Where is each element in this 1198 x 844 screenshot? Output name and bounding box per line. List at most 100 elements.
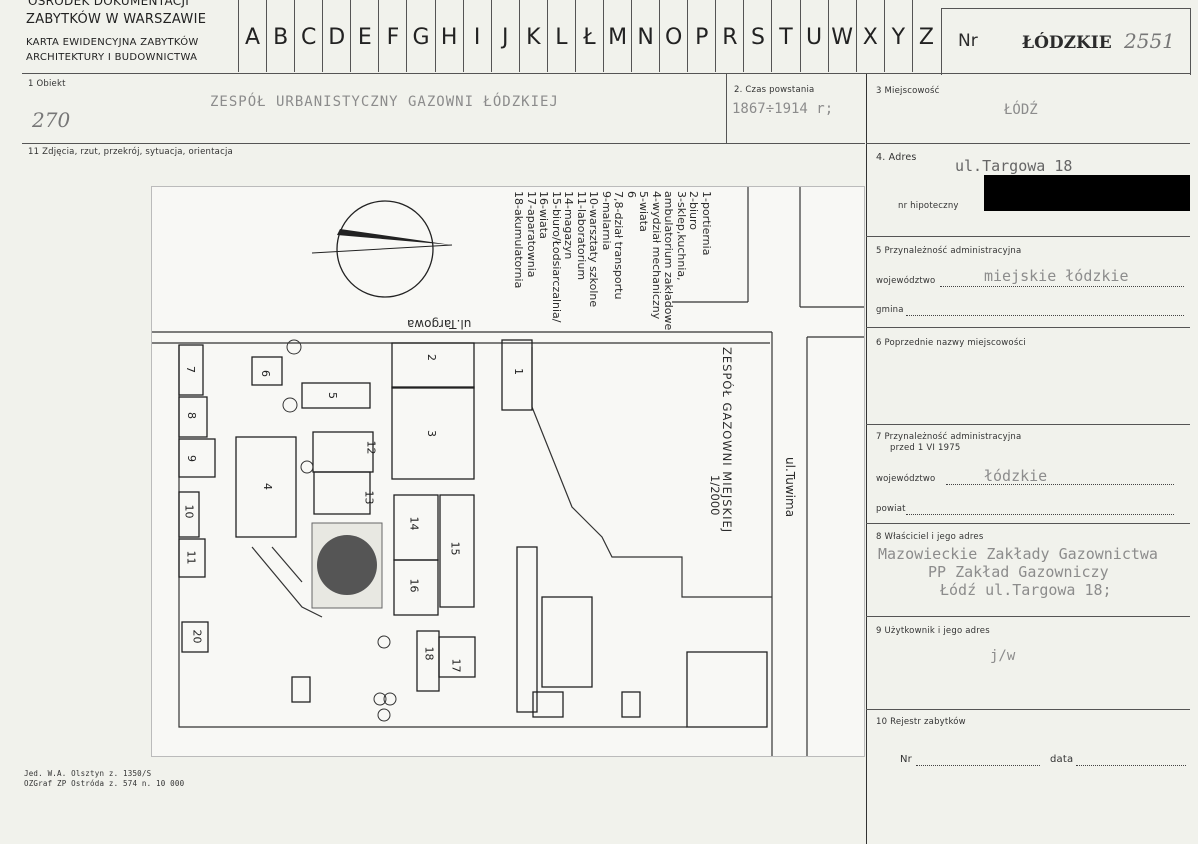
- legend-item: 10-warsztaty szkolne: [587, 191, 601, 308]
- legend-item: 11-laboratorium: [575, 191, 588, 281]
- classification-letter: E: [350, 0, 378, 72]
- f7-district-label: powiat: [876, 504, 906, 514]
- legend-item: 5-wiata: [637, 191, 651, 232]
- f9-bottom: [866, 709, 1190, 710]
- nr-label: Nr: [958, 31, 978, 51]
- classification-letter: D: [322, 0, 350, 72]
- f1-label: 1 Obiekt: [28, 79, 66, 89]
- user-value: j/w: [990, 648, 1016, 664]
- f11-label: 11 Zdjęcia, rzut, przekrój, sytuacja, or…: [28, 147, 233, 157]
- f10-nr-line: [916, 765, 1040, 766]
- address: ul.Targowa 18: [955, 157, 1073, 175]
- f5-commune-label: gmina: [876, 305, 904, 315]
- f7-voivodeship-line: [946, 484, 1174, 485]
- legend-item: 4-wydział mechaniczny: [650, 191, 663, 320]
- classification-letter: L: [546, 0, 575, 72]
- building-number: 12: [364, 440, 378, 455]
- legend-item: 2-biuro: [687, 191, 701, 230]
- plan-title: ZESPÓŁ GAZOWNI MIEJSKIEJ: [720, 347, 734, 534]
- f10-date-label: data: [1050, 754, 1074, 765]
- f7-label: 7 Przynależność administracyjna: [876, 432, 1022, 442]
- construction-period: 1867÷1914 r;: [732, 101, 834, 117]
- north-arrow-icon: [311, 200, 453, 298]
- classification-letter: S: [743, 0, 771, 72]
- f7-voivodeship-value: łódzkie: [984, 467, 1048, 485]
- header-divider: [22, 73, 1190, 74]
- classification-letter: A: [238, 0, 266, 72]
- f10-label: 10 Rejestr zabytków: [876, 717, 966, 727]
- owner-line-1: Mazowieckie Zakłady Gazownictwa: [878, 545, 1158, 563]
- registration-number-box: Nr ŁÓDZKIE 2551: [941, 8, 1191, 75]
- classification-letter: K: [518, 0, 547, 72]
- building-number: 2: [425, 354, 438, 361]
- f8-bottom: [866, 616, 1190, 617]
- building-number: 14: [407, 516, 421, 531]
- f2-label: 2. Czas powstania: [734, 85, 815, 95]
- building-number: 18: [422, 646, 436, 661]
- f4-label: 4. Adres: [876, 152, 917, 163]
- locality: ŁÓDŹ: [1004, 102, 1038, 118]
- f10-date-line: [1076, 765, 1186, 766]
- org-line-1: OŚRODEK DOKUMENTACJI: [28, 0, 190, 8]
- classification-letter: P: [687, 0, 715, 72]
- classification-letter: F: [378, 0, 406, 72]
- f5-label: 5 Przynależność administracyjna: [876, 246, 1022, 256]
- object-name: ZESPÓŁ URBANISTYCZNY GAZOWNI ŁÓDZKIEJ: [210, 94, 559, 110]
- buildings: [178, 339, 768, 728]
- org-line-3: KARTA EWIDENCYJNA ZABYTKÓW: [26, 37, 199, 48]
- legend-item: 6: [625, 191, 638, 198]
- classification-letter: G: [406, 0, 434, 72]
- classification-letter: Z: [911, 0, 940, 72]
- f3-bottom: [866, 143, 1190, 144]
- f5-voivodeship-label: województwo: [876, 276, 936, 286]
- institution-header: OŚRODEK DOKUMENTACJI ZABYTKÓW W WARSZAWI…: [22, 0, 236, 72]
- classification-letter: N: [631, 0, 659, 72]
- building-number: 1: [512, 368, 525, 375]
- f8-label: 8 Właściciel i jego adres: [876, 532, 984, 542]
- building-number: 9: [185, 455, 198, 462]
- classification-letter: R: [715, 0, 743, 72]
- building-number: 4: [261, 483, 274, 490]
- classification-letter: B: [266, 0, 294, 72]
- building-number: 5: [326, 392, 339, 399]
- legend-item: 14-magazyn: [562, 191, 576, 260]
- region-label: ŁÓDZKIE: [1022, 33, 1112, 53]
- classification-letter: X: [855, 0, 884, 72]
- classification-letter: J: [490, 0, 519, 72]
- building-number: 7: [184, 366, 197, 373]
- street-lines: [152, 187, 864, 756]
- redacted-mortgage-number: [984, 175, 1190, 211]
- legend-item: 7,8-dział transportu: [612, 191, 626, 300]
- building-number: 15: [448, 541, 462, 556]
- building-number: 8: [185, 412, 198, 419]
- classification-letter: O: [659, 0, 687, 72]
- f7-bottom: [866, 523, 1190, 524]
- f6-bottom: [866, 424, 1190, 425]
- f7-sub-label: przed 1 VI 1975: [890, 443, 961, 453]
- registration-number: 2551: [1124, 29, 1175, 53]
- f5-bottom: [866, 327, 1190, 328]
- legend-item: 15-biuro/Łodsiarczalnia/: [550, 191, 563, 323]
- site-plan-drawing: [152, 187, 864, 756]
- printer-line-1: Jed. W.A. Olsztyn z. 1350/S: [24, 769, 152, 778]
- f5-voivodeship-line: [940, 286, 1184, 287]
- f7-voivodeship-label: województwo: [876, 474, 936, 484]
- trees-icon: [282, 339, 397, 722]
- f4-hipo-label: nr hipoteczny: [898, 201, 959, 211]
- org-line-4: ARCHITEKTURY I BUDOWNICTWA: [26, 52, 198, 63]
- building-number: 10: [182, 504, 196, 519]
- f7-district-line: [906, 514, 1174, 515]
- plan-scale: 1/2000: [708, 475, 722, 516]
- classification-letter: I: [462, 0, 491, 72]
- legend-item: 3-sklep,kuchnia,: [675, 191, 688, 281]
- legend-item: 1-portiernia: [700, 191, 713, 256]
- building-number: 6: [259, 370, 272, 377]
- owner-line-2: PP Zakład Gazowniczy: [928, 563, 1109, 581]
- building-number: 20: [190, 629, 204, 644]
- building-number: 13: [362, 490, 376, 505]
- f6-label: 6 Poprzednie nazwy miejscowości: [876, 338, 1026, 348]
